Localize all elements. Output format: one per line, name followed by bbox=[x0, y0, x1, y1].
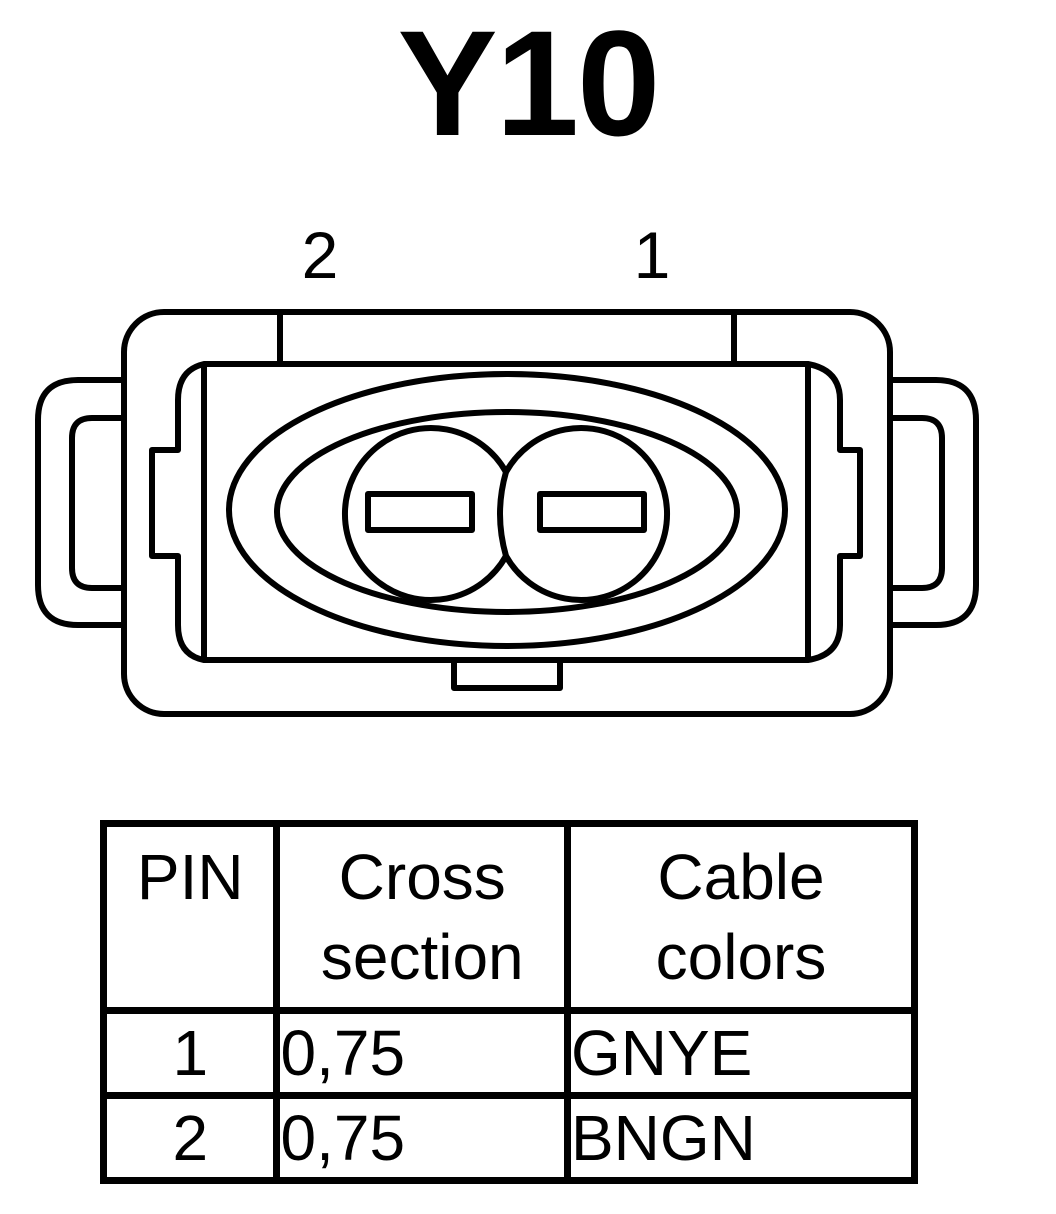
bottom-key-tab bbox=[451, 660, 563, 691]
top-key-slot bbox=[277, 312, 737, 364]
header-cross-line2: section bbox=[320, 921, 524, 993]
pin-2-terminal bbox=[365, 491, 475, 533]
cell-cable-color: BNGN bbox=[563, 1092, 919, 1184]
header-pin-text: PIN bbox=[136, 841, 244, 913]
inner-frame bbox=[149, 361, 863, 663]
pin-1-terminal bbox=[537, 491, 647, 533]
header-pin: PIN bbox=[99, 820, 281, 1014]
header-cross-line1: Cross bbox=[338, 841, 506, 913]
pin-assignment-table: PIN Cross section Cable colors 1 0,75 GN… bbox=[99, 820, 919, 1184]
pin-2-label: 2 bbox=[301, 218, 339, 292]
pin-1-label: 1 bbox=[633, 218, 671, 292]
cell-pin: 1 bbox=[99, 1007, 281, 1099]
right-mounting-lug bbox=[888, 377, 979, 628]
header-cross-section: Cross section bbox=[273, 820, 571, 1014]
cell-cross-section: 0,75 bbox=[273, 1092, 571, 1184]
cell-cable-color: GNYE bbox=[563, 1007, 919, 1099]
inner-seal-oval bbox=[274, 409, 740, 615]
header-cable-line1: Cable bbox=[657, 841, 825, 913]
connector-drawing bbox=[35, 309, 979, 717]
left-mounting-lug bbox=[35, 377, 126, 628]
pin-cavity-divider bbox=[497, 471, 509, 557]
table-row: 1 0,75 GNYE bbox=[99, 1007, 919, 1099]
header-cable-colors: Cable colors bbox=[563, 820, 919, 1014]
cell-pin: 2 bbox=[99, 1092, 281, 1184]
table-row: 2 0,75 BNGN bbox=[99, 1092, 919, 1184]
header-cable-line2: colors bbox=[655, 921, 827, 993]
outer-seal-oval bbox=[226, 371, 788, 649]
connector-title: Y10 bbox=[397, 0, 661, 167]
pin-cavity-outline bbox=[342, 425, 670, 603]
cell-cross-section: 0,75 bbox=[273, 1007, 571, 1099]
table-header-row: PIN Cross section Cable colors bbox=[99, 820, 919, 1014]
connector-housing bbox=[121, 309, 893, 717]
